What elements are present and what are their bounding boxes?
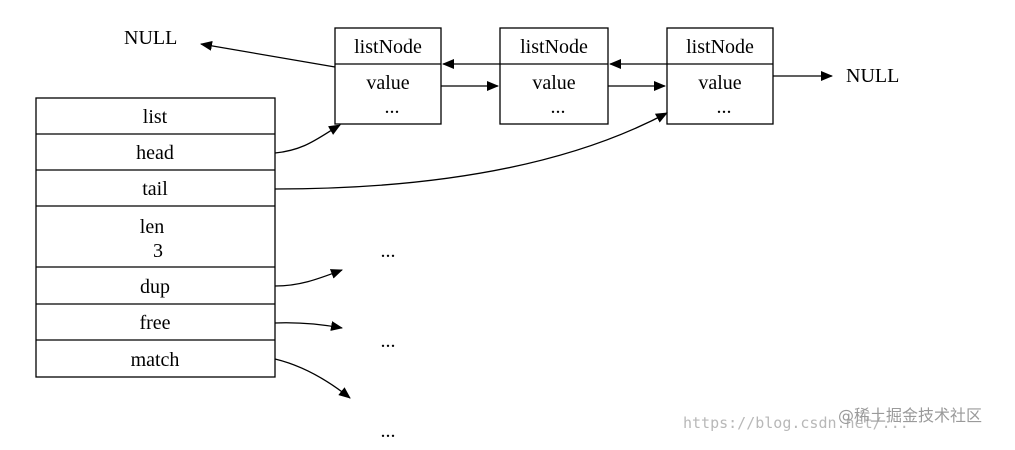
list-node-2: listNode value ...	[499, 27, 609, 125]
field-free: free	[139, 312, 170, 334]
field-dup: dup	[140, 276, 170, 298]
field-len-value: 3	[153, 240, 163, 262]
list-struct-outline	[35, 97, 276, 378]
node-ellipsis: ...	[385, 96, 400, 118]
node-value: value	[698, 72, 741, 94]
match-target-ellipsis: ...	[381, 420, 396, 442]
node1-prev-arrow	[200, 40, 336, 68]
tail-pointer-arrow	[274, 112, 668, 190]
free-target-ellipsis: ...	[381, 330, 396, 352]
list-node-1: listNode value ...	[334, 27, 442, 125]
field-len-label: len	[140, 216, 164, 238]
node-value: value	[366, 72, 409, 94]
dup-target-ellipsis: ...	[381, 240, 396, 262]
head-pointer-arrow	[274, 124, 341, 154]
field-tail: tail	[142, 178, 168, 200]
list-struct: list head tail len 3 dup free match	[35, 97, 276, 378]
watermark-brand: @稀土掘金技术社区	[838, 406, 982, 425]
node-title: listNode	[354, 36, 422, 58]
node-outline	[499, 27, 609, 125]
node-title: listNode	[520, 36, 588, 58]
dup-pointer-arrow	[274, 269, 343, 287]
watermark-url: https://blog.csdn.net/...	[683, 414, 909, 432]
node-ellipsis: ...	[551, 96, 566, 118]
null-left-label: NULL	[124, 27, 177, 49]
null-right-label: NULL	[846, 65, 899, 87]
list-node-3: listNode value ...	[666, 27, 774, 125]
node-title: listNode	[686, 36, 754, 58]
free-pointer-arrow	[274, 321, 343, 331]
field-match: match	[131, 349, 180, 371]
node-outline	[334, 27, 442, 125]
match-pointer-arrow	[274, 358, 351, 399]
list-title: list	[143, 106, 168, 128]
field-head: head	[136, 142, 174, 164]
node-ellipsis: ...	[717, 96, 732, 118]
node-value: value	[532, 72, 575, 94]
